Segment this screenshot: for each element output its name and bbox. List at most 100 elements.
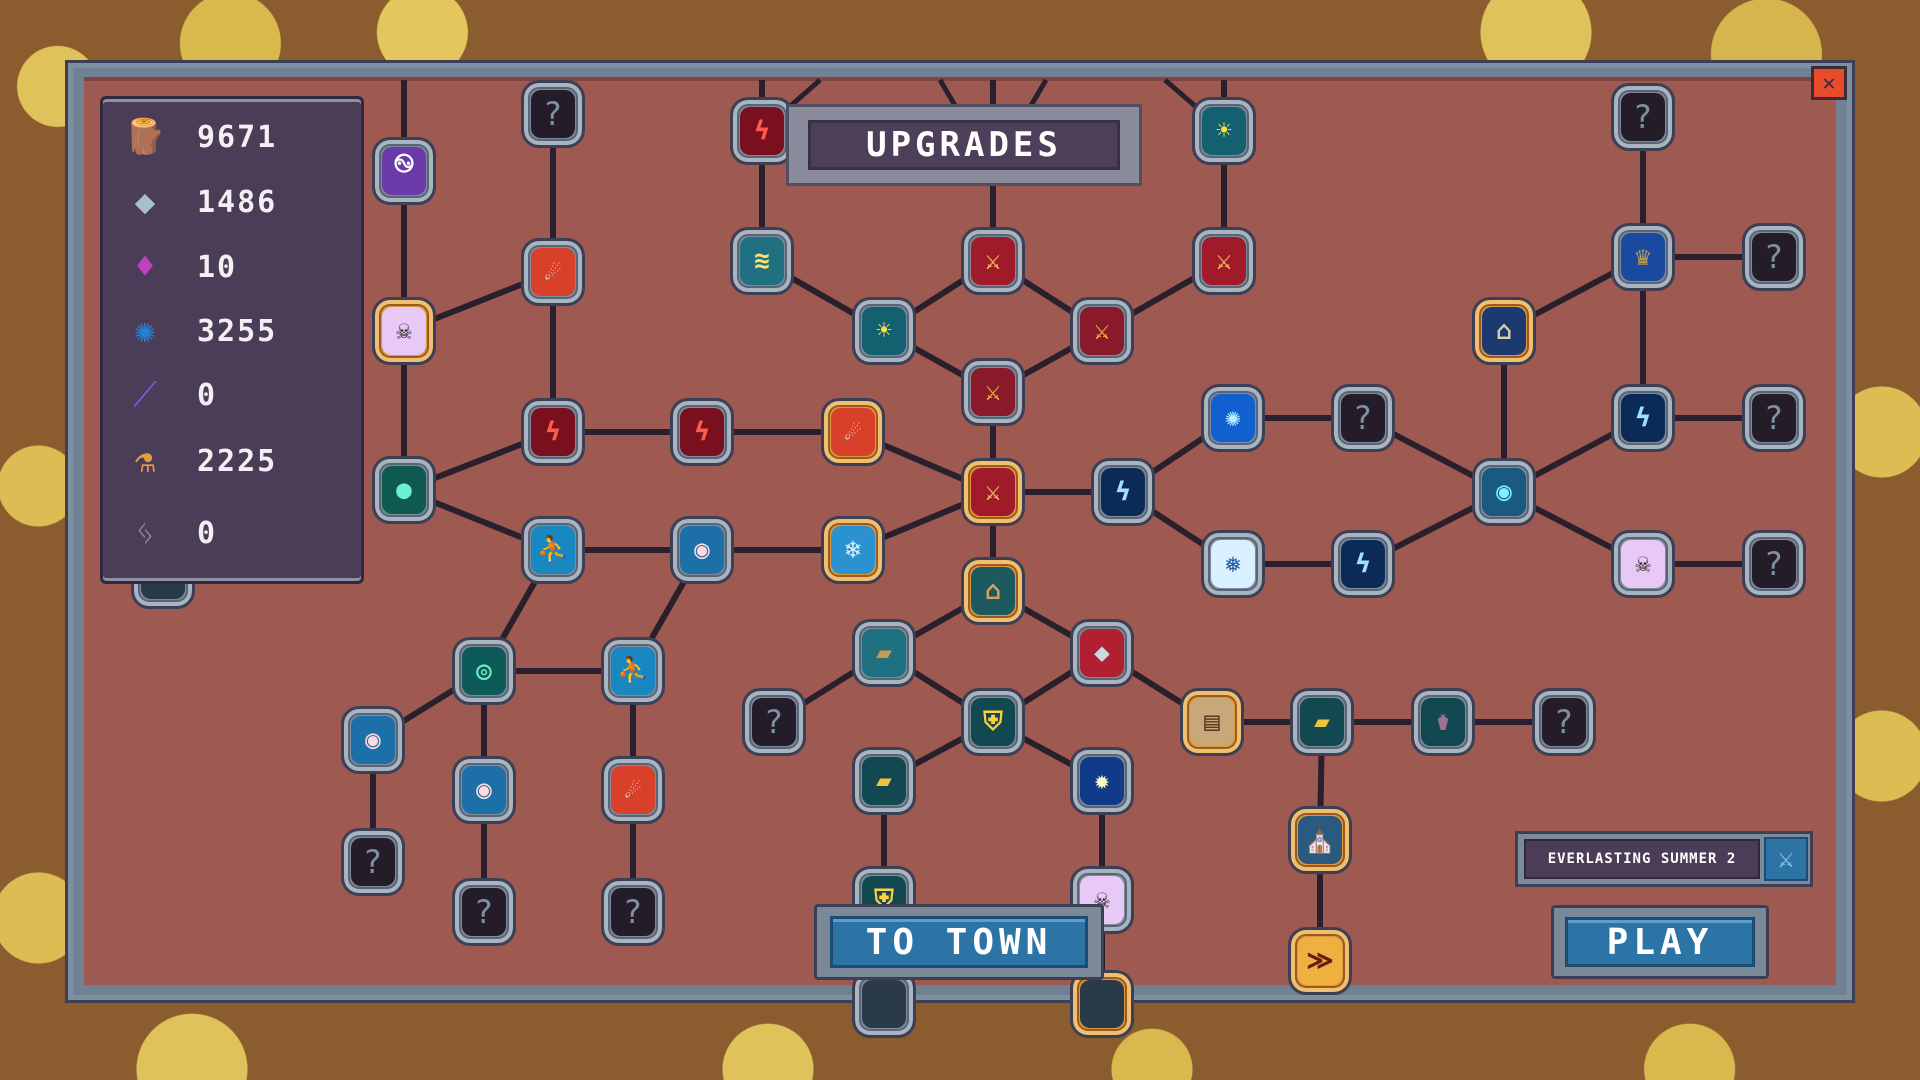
upgrade-node-golden-wave[interactable]: ≋ — [730, 227, 794, 295]
upgrade-node-blue-figure[interactable]: ⛹ — [521, 516, 585, 584]
upgrade-node-question-mark[interactable]: ? — [1742, 384, 1806, 452]
upgrade-node-blue-eye[interactable]: ◉ — [341, 706, 405, 774]
golden-sword-icon: ⚔ — [971, 237, 1015, 285]
upgrade-node-green-orb[interactable]: ● — [372, 456, 436, 524]
question-mark-icon: ? — [1341, 394, 1385, 442]
blue-eye-icon: ◉ — [680, 526, 724, 574]
upgrade-node-ice-shatter[interactable]: ❅ — [1201, 530, 1265, 598]
hidden-node-icon — [862, 980, 906, 1028]
resource-potion-value: 2225 — [197, 443, 278, 479]
upgrade-node-radiant-star[interactable]: ✹ — [1070, 747, 1134, 815]
house-icon: ⌂ — [971, 567, 1015, 615]
upgrade-node-question-mark[interactable]: ? — [1331, 384, 1395, 452]
upgrade-node-energy-orb[interactable]: ◉ — [1472, 458, 1536, 526]
upgrade-node-gold-bar[interactable]: ▰ — [852, 747, 916, 815]
upgrade-node-question-mark[interactable]: ? — [1742, 530, 1806, 598]
hidden-node-icon — [1080, 980, 1124, 1028]
upgrade-node-golden-sword[interactable]: ⚔ — [961, 227, 1025, 295]
golden-sword-icon: ⚔ — [971, 468, 1015, 516]
scroll-map-icon: ▤ — [1190, 698, 1234, 746]
upgrade-node-house[interactable]: ⌂ — [961, 557, 1025, 625]
rune-stone-icon: ᛃ — [134, 513, 156, 553]
upgrade-node-fire-comet[interactable]: ☄ — [601, 756, 665, 824]
upgrade-node-lightning[interactable]: ϟ — [1331, 530, 1395, 598]
gold-bar-icon: ▰ — [1300, 698, 1344, 746]
question-mark-icon: ? — [752, 698, 796, 746]
upgrade-node-blue-eye[interactable]: ◉ — [670, 516, 734, 584]
to-town-button[interactable]: TO TOWN — [814, 904, 1104, 980]
upgrade-node-lightning[interactable]: ϟ — [1611, 384, 1675, 452]
question-mark-icon: ? — [531, 90, 575, 138]
upgrade-node-crown-crest[interactable]: ♛ — [1611, 223, 1675, 291]
snowflake-icon: ❄ — [831, 526, 875, 574]
upgrade-node-question-mark[interactable]: ? — [742, 688, 806, 756]
upgrade-node-iron-ore[interactable]: ◆ — [1070, 619, 1134, 687]
upgrade-node-red-flame[interactable]: ϟ — [521, 398, 585, 466]
page-title: UPGRADES — [808, 120, 1120, 170]
upgrade-node-tower[interactable]: ⌂ — [1472, 297, 1536, 365]
gold-bar-icon: ▰ — [862, 757, 906, 805]
upgrade-node-purple-smoke[interactable]: ࿊ — [372, 137, 436, 205]
upgrade-node-wood-plank[interactable]: ▰ — [852, 619, 916, 687]
upgrade-node-ornate-sword[interactable]: ⚔ — [1070, 297, 1134, 365]
lightning-icon: ϟ — [1621, 394, 1665, 442]
blue-eye-icon: ◉ — [351, 716, 395, 764]
resource-mana: ✺3255 — [121, 306, 275, 356]
upgrade-node-blue-figure[interactable]: ⛹ — [601, 637, 665, 705]
close-button[interactable]: ✕ — [1811, 66, 1847, 100]
upgrade-node-ornate-sword[interactable]: ⚔ — [961, 358, 1025, 426]
purple-smoke-icon: ࿊ — [382, 147, 426, 195]
sun-burst-icon: ☀ — [862, 307, 906, 355]
ornate-sword-icon: ⚔ — [1080, 307, 1124, 355]
upgrade-node-green-vortex[interactable]: ◎ — [452, 637, 516, 705]
upgrade-node-blue-eye[interactable]: ◉ — [452, 756, 516, 824]
resource-wood-value: 9671 — [197, 119, 278, 155]
upgrade-node-question-mark[interactable]: ? — [452, 878, 516, 946]
upgrade-node-golden-sword[interactable]: ⚔ — [961, 458, 1025, 526]
upgrade-node-question-mark[interactable]: ? — [601, 878, 665, 946]
play-button[interactable]: PLAY — [1551, 905, 1769, 979]
upgrade-node-hidden-node[interactable] — [852, 970, 916, 1038]
upgrade-node-question-mark[interactable]: ? — [521, 80, 585, 148]
question-mark-icon: ? — [1621, 93, 1665, 141]
upgrade-node-question-mark[interactable]: ? — [341, 828, 405, 896]
upgrade-node-snowflake[interactable]: ❄ — [821, 516, 885, 584]
blue-eye-icon: ◉ — [462, 766, 506, 814]
upgrade-node-golden-shield[interactable]: ⛨ — [961, 688, 1025, 756]
upgrade-node-golden-sword[interactable]: ⚔ — [1192, 227, 1256, 295]
potion-flask-icon: ⚗ — [134, 441, 156, 481]
question-mark-icon: ? — [611, 888, 655, 936]
upgrade-node-scroll-map[interactable]: ▤ — [1180, 688, 1244, 756]
resource-potion: ⚗ 2225 — [121, 436, 275, 486]
upgrade-node-fire-comet[interactable]: ☄ — [821, 398, 885, 466]
resource-gem: ♦10 — [121, 242, 235, 292]
resource-iron: ◆1486 — [121, 177, 275, 227]
upgrade-node-question-mark[interactable]: ? — [1611, 83, 1675, 151]
upgrade-node-red-flame[interactable]: ϟ — [670, 398, 734, 466]
upgrade-node-hidden-node[interactable] — [1070, 970, 1134, 1038]
green-orb-icon: ● — [382, 466, 426, 514]
upgrade-node-sun-burst[interactable]: ☀ — [852, 297, 916, 365]
upgrade-node-church[interactable]: ⛪ — [1288, 806, 1352, 874]
upgrade-node-gold-pot[interactable]: ⚱ — [1411, 688, 1475, 756]
resource-gem-value: 10 — [197, 249, 238, 285]
upgrade-node-gold-bar[interactable]: ▰ — [1290, 688, 1354, 756]
upgrade-node-question-mark[interactable]: ? — [1532, 688, 1596, 756]
upgrade-node-question-mark[interactable]: ? — [1742, 223, 1806, 291]
upgrade-node-skeleton[interactable]: ☠ — [1611, 530, 1675, 598]
blue-mana-orb-icon: ✺ — [134, 311, 156, 351]
upgrade-node-red-flame[interactable]: ϟ — [730, 97, 794, 165]
game-mode-button[interactable]: ⚔ — [1764, 837, 1808, 881]
upgrade-node-blue-rune[interactable]: ✺ — [1201, 384, 1265, 452]
upgrade-node-sun-burst[interactable]: ☀ — [1192, 97, 1256, 165]
blue-figure-icon: ⛹ — [611, 647, 655, 695]
lightning-icon: ϟ — [1101, 468, 1145, 516]
upgrade-node-fire-comet[interactable]: ☄ — [521, 238, 585, 306]
upgrade-node-skeleton[interactable]: ☠ — [372, 297, 436, 365]
upgrade-node-claw-slash[interactable]: ≫ — [1288, 927, 1352, 995]
skeleton-icon: ☠ — [382, 307, 426, 355]
fire-comet-icon: ☄ — [831, 408, 875, 456]
upgrade-node-lightning[interactable]: ϟ — [1091, 458, 1155, 526]
lightning-icon: ϟ — [1341, 540, 1385, 588]
